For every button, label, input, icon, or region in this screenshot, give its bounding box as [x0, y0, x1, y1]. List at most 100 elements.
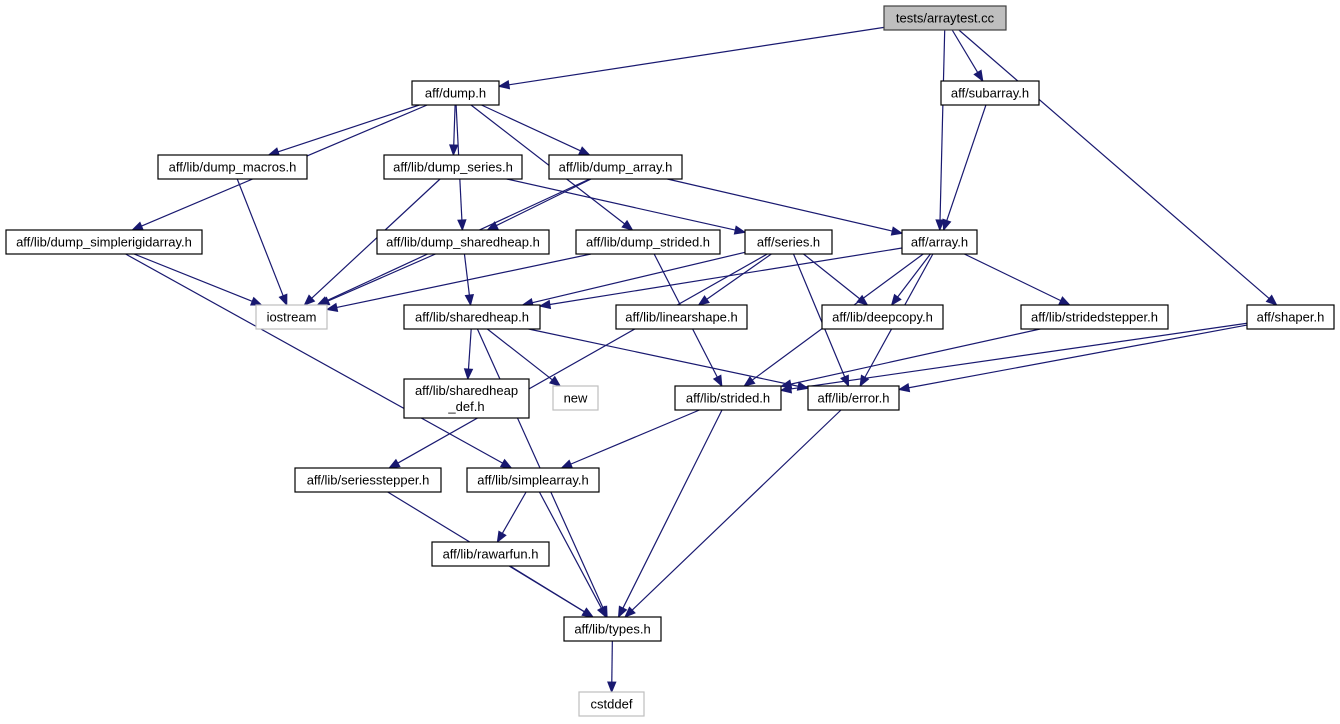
edge-array-to-sharedheap [538, 247, 903, 310]
arrowhead-icon [607, 681, 617, 694]
edge-dump_sharedheap-to-iostream [317, 253, 436, 306]
edge-dump_array-to-array [667, 178, 904, 236]
edge-dump-to-dump_series [449, 104, 459, 157]
edge-line [951, 29, 979, 73]
edge-line [133, 253, 253, 302]
node-label: tests/arraytest.cc [896, 11, 995, 26]
edge-line [463, 253, 470, 296]
node-series[interactable]: aff/series.h [744, 229, 833, 255]
node-label: aff/lib/rawarfun.h [443, 547, 539, 562]
arrowhead-icon [388, 458, 401, 469]
edge-line [467, 328, 472, 370]
edge-sharedheap-to-new [486, 328, 562, 387]
edge-subarray-to-array [942, 104, 987, 232]
node-box [807, 385, 900, 411]
node-label: aff/lib/dump_array.h [559, 160, 673, 175]
arrowhead-icon [497, 80, 511, 90]
node-box [255, 304, 328, 330]
edge-line [964, 253, 1061, 302]
node-dump[interactable]: aff/dump.h [411, 80, 500, 106]
node-rawarfun[interactable]: aff/lib/rawarfun.h [431, 541, 550, 567]
node-box [376, 229, 550, 255]
arrowhead-icon [596, 605, 607, 619]
node-box [157, 154, 308, 180]
node-box [294, 467, 442, 493]
node-types[interactable]: aff/lib/types.h [563, 616, 662, 642]
edge-sharedheap-to-error [528, 328, 810, 391]
arrowhead-icon [621, 219, 634, 231]
edge-line [506, 178, 736, 231]
edge-dump-to-dump_macros [267, 104, 420, 157]
node-box [563, 616, 662, 642]
edge-dump_series-to-iostream [303, 178, 441, 306]
arrowhead-icon [859, 374, 870, 388]
edge-line [803, 253, 861, 300]
node-box [940, 80, 1040, 106]
arrowhead-icon [499, 458, 513, 469]
node-dump-series[interactable]: aff/lib/dump_series.h [383, 154, 523, 180]
node-label: aff/lib/sharedheap.h [415, 310, 529, 325]
node-shaper[interactable]: aff/shaper.h [1246, 304, 1335, 330]
edge-line [528, 328, 799, 387]
node-strided[interactable]: aff/lib/strided.h [674, 385, 782, 411]
arrowhead-icon [796, 381, 810, 391]
node-sharedheap-def[interactable]: aff/lib/sharedheap_def.h [403, 378, 530, 419]
arrowhead-icon [463, 368, 474, 381]
node-subarray[interactable]: aff/subarray.h [940, 80, 1040, 106]
node-box [403, 304, 541, 330]
edge-simplearray-to-types [538, 491, 607, 619]
node-label: aff/lib/dump_simplerigidarray.h [16, 235, 192, 250]
edge-strided-to-types [617, 409, 723, 619]
edge-sharedheap-to-sharedheap_def [463, 328, 474, 381]
arrowhead-icon [325, 302, 339, 313]
node-box [883, 5, 1007, 31]
node-box [674, 385, 782, 411]
node-array[interactable]: aff/array.h [901, 229, 978, 255]
edge-line [908, 324, 1248, 389]
edge-line [939, 29, 946, 221]
edge-line [486, 328, 553, 381]
node-sharedheap[interactable]: aff/lib/sharedheap.h [403, 304, 541, 330]
node-error[interactable]: aff/lib/error.h [807, 385, 900, 411]
edge-strided-to-simplearray [560, 409, 700, 469]
node-dump-array[interactable]: aff/lib/dump_array.h [548, 154, 683, 180]
edge-line [481, 104, 581, 152]
arrowhead-icon [624, 606, 636, 618]
edge-line [570, 409, 700, 465]
node-dump-macros[interactable]: aff/lib/dump_macros.h [157, 154, 308, 180]
node-dump-simplerigidarray[interactable]: aff/lib/dump_simplerigidarray.h [5, 229, 203, 255]
node-stridedstepper[interactable]: aff/lib/stridedstepper.h [1020, 304, 1169, 330]
arrowhead-icon [617, 605, 628, 619]
node-label: aff/lib/dump_strided.h [586, 235, 710, 250]
edge-simplearray-to-rawarfun [496, 491, 527, 544]
node-seriesstepper[interactable]: aff/lib/seriesstepper.h [294, 467, 442, 493]
edge-arraytest-to-array [935, 29, 946, 232]
node-box [1246, 304, 1335, 330]
edge-line [311, 178, 441, 299]
node-box [466, 467, 600, 493]
arrowhead-icon [1265, 294, 1278, 306]
node-dump-sharedheap[interactable]: aff/lib/dump_sharedheap.h [376, 229, 550, 255]
node-label: aff/lib/dump_series.h [393, 160, 513, 175]
node-dump-strided[interactable]: aff/lib/dump_strided.h [575, 229, 721, 255]
arrowhead-icon [548, 375, 562, 387]
edge-dump-to-dump_array [481, 104, 591, 156]
node-label: aff/lib/dump_sharedheap.h [386, 235, 540, 250]
node-label: aff/lib/strided.h [686, 391, 770, 406]
node-label: aff/shaper.h [1257, 310, 1325, 325]
arrowhead-icon [743, 375, 756, 387]
edge-line [532, 251, 746, 304]
node-arraytest[interactable]: tests/arraytest.cc [883, 5, 1007, 31]
edge-line [706, 253, 772, 300]
node-simplearray[interactable]: aff/lib/simplearray.h [466, 467, 600, 493]
arrowhead-icon [560, 459, 574, 469]
node-linearshape[interactable]: aff/lib/linearshape.h [615, 304, 748, 330]
edge-line [622, 409, 723, 609]
arrowhead-icon [942, 218, 952, 232]
node-deepcopy[interactable]: aff/lib/deepcopy.h [821, 304, 944, 330]
node-label: aff/lib/error.h [817, 391, 889, 406]
arrowhead-icon [303, 294, 316, 306]
node-label: aff/lib/sharedheap [415, 383, 518, 398]
arrowhead-icon [856, 294, 869, 306]
arrowhead-icon [935, 219, 945, 232]
